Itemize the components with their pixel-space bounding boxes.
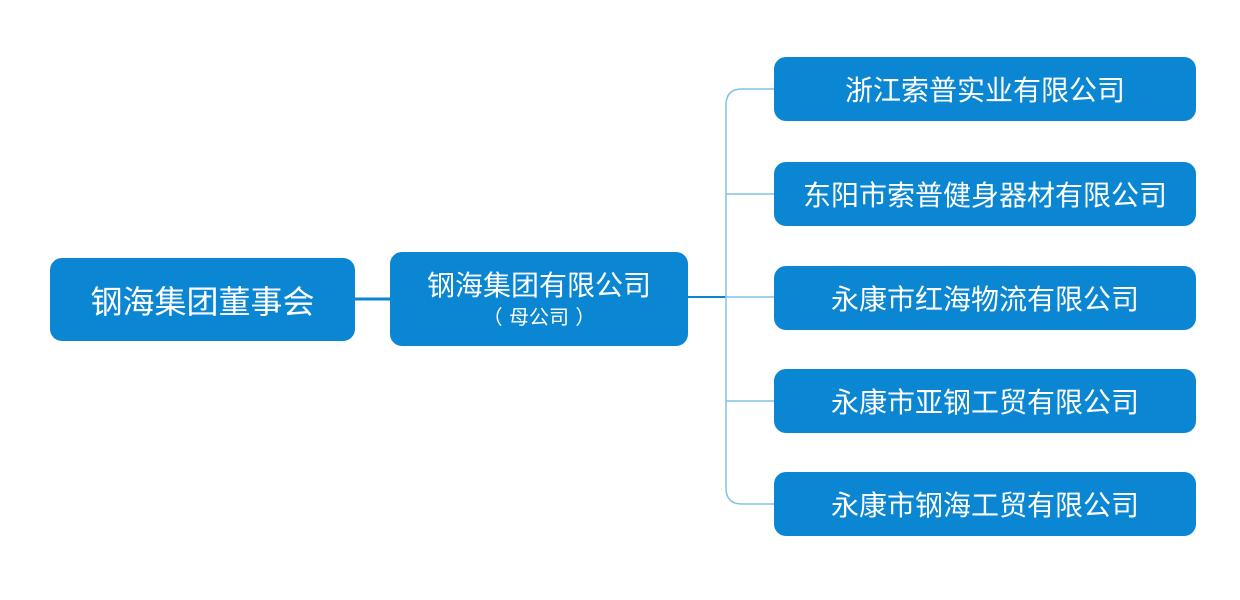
connector-branch-tree xyxy=(725,88,774,505)
subsidiary-label: 永康市钢海工贸有限公司 xyxy=(830,489,1139,522)
parent-company-node: 钢海集团有限公司 （ 母公司 ） xyxy=(390,252,688,346)
subsidiary-label: 永康市红海物流有限公司 xyxy=(830,283,1139,316)
subsidiary-node: 浙江索普实业有限公司 xyxy=(774,57,1196,121)
parent-company-note: （ 母公司 ） xyxy=(482,305,596,329)
subsidiary-label: 东阳市索普健身器材有限公司 xyxy=(802,179,1167,212)
subsidiary-label: 永康市亚钢工贸有限公司 xyxy=(830,386,1139,419)
board-label: 钢海集团董事会 xyxy=(90,282,315,321)
subsidiary-node: 东阳市索普健身器材有限公司 xyxy=(774,162,1196,226)
subsidiary-node: 永康市红海物流有限公司 xyxy=(774,266,1196,330)
subsidiary-node: 永康市亚钢工贸有限公司 xyxy=(774,369,1196,433)
subsidiary-label: 浙江索普实业有限公司 xyxy=(844,74,1125,107)
subsidiary-node: 永康市钢海工贸有限公司 xyxy=(774,472,1196,536)
parent-company-label: 钢海集团有限公司 xyxy=(426,269,651,302)
board-node: 钢海集团董事会 xyxy=(50,258,355,341)
